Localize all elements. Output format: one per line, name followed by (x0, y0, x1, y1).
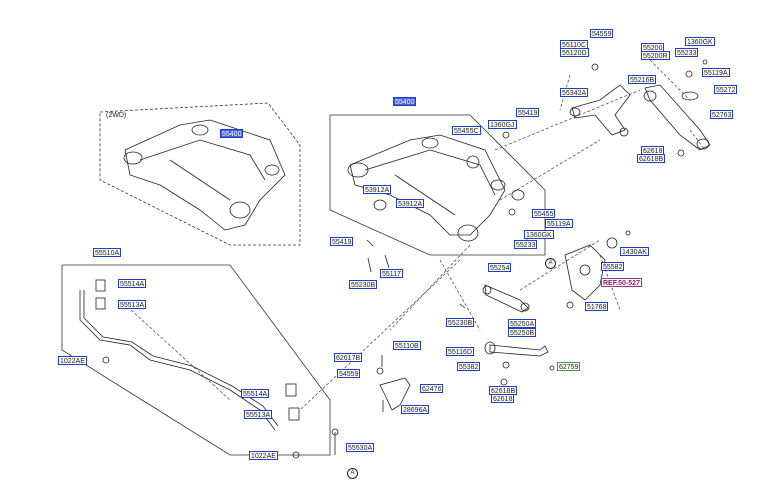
stabilizer-box-outline (61, 264, 331, 456)
label-28696a[interactable]: 28696A (401, 405, 430, 414)
label-55400-inset[interactable]: 55400 (220, 129, 244, 138)
label-55254[interactable]: 55254 (488, 263, 512, 272)
label-1430ak[interactable]: 1430AK (620, 247, 649, 256)
label-54559-a[interactable]: 54559 (590, 29, 614, 38)
label-55455[interactable]: 55455 (532, 209, 556, 218)
label-55342a[interactable]: 55342A (560, 88, 589, 97)
label-55419-b[interactable]: 55419 (330, 237, 354, 246)
callout-a-stabilizer: A (347, 468, 358, 479)
label-62476[interactable]: 62476 (420, 384, 444, 393)
label-55233-b[interactable]: 55233 (675, 48, 699, 57)
label-62618-b[interactable]: 62618 (491, 394, 515, 403)
knuckle-drawing (564, 237, 618, 309)
label-55250a[interactable]: 55250A (508, 319, 537, 328)
lower-arm-drawing (379, 284, 549, 412)
inset-dashed-outline (99, 102, 301, 246)
label-55514a-b[interactable]: 55514A (241, 389, 270, 398)
label-53912a-b[interactable]: 53912A (396, 199, 425, 208)
label-62618b-a[interactable]: 62618B (637, 154, 666, 163)
label-55400-main[interactable]: 55400 (393, 97, 417, 106)
label-ref-50-527[interactable]: REF.50-527 (601, 278, 642, 287)
leader-lines (119, 59, 706, 411)
label-52763[interactable]: 52763 (710, 110, 734, 119)
label-62759[interactable]: 62759 (557, 362, 581, 371)
label-55250b[interactable]: 55250B (508, 328, 537, 337)
label-1022ae-a[interactable]: 1022AE (58, 356, 87, 365)
subframe-2wd-drawing (123, 119, 286, 231)
label-55382[interactable]: 55382 (457, 362, 481, 371)
label-55582[interactable]: 55582 (601, 262, 625, 271)
label-53912a-a[interactable]: 53912A (363, 185, 392, 194)
label-55110b[interactable]: 55110B (393, 341, 421, 350)
label-55216b[interactable]: 55216B (628, 75, 657, 84)
label-1360gk-b[interactable]: 1360GK (685, 37, 715, 46)
callout-a-knuckle: A (545, 258, 556, 269)
label-55455c[interactable]: 55455C (452, 126, 481, 135)
label-55272[interactable]: 55272 (714, 85, 738, 94)
label-55120d[interactable]: 55120D (560, 48, 589, 57)
label-55117[interactable]: 55117 (380, 269, 403, 278)
label-55230b-b[interactable]: 55230B (446, 318, 475, 327)
label-55513a-a[interactable]: 55513A (118, 300, 147, 309)
label-55119a-a[interactable]: 55119A (545, 219, 573, 228)
label-55119a-b[interactable]: 55119A (702, 68, 730, 77)
label-54559-b[interactable]: 54559 (337, 369, 361, 378)
label-55200r[interactable]: 55200R (641, 51, 670, 60)
trailing-arm-drawing (643, 59, 711, 151)
label-55233-a[interactable]: 55233 (514, 240, 538, 249)
variant-2wd-note: (2WD) (106, 112, 127, 119)
label-55513a-b[interactable]: 55513A (244, 410, 273, 419)
upper-arm-drawing (569, 63, 631, 137)
subframe-box-outline (329, 114, 546, 256)
label-55116d[interactable]: 55116D (446, 347, 475, 356)
label-1360gj[interactable]: 1360GJ (488, 120, 517, 129)
label-1360gk-a[interactable]: 1360GK (524, 230, 554, 239)
stabilizer-bar-drawing (79, 279, 339, 455)
label-51768[interactable]: 51768 (585, 302, 609, 311)
label-55230b-a[interactable]: 55230B (349, 280, 378, 289)
label-62617b[interactable]: 62617B (334, 353, 363, 362)
label-1022ae-b[interactable]: 1022AE (249, 451, 278, 460)
label-55514a-a[interactable]: 55514A (118, 279, 147, 288)
label-55419-a[interactable]: 55419 (516, 108, 540, 117)
label-55530a[interactable]: 55530A (346, 443, 375, 452)
label-55510a[interactable]: 55510A (93, 248, 122, 257)
